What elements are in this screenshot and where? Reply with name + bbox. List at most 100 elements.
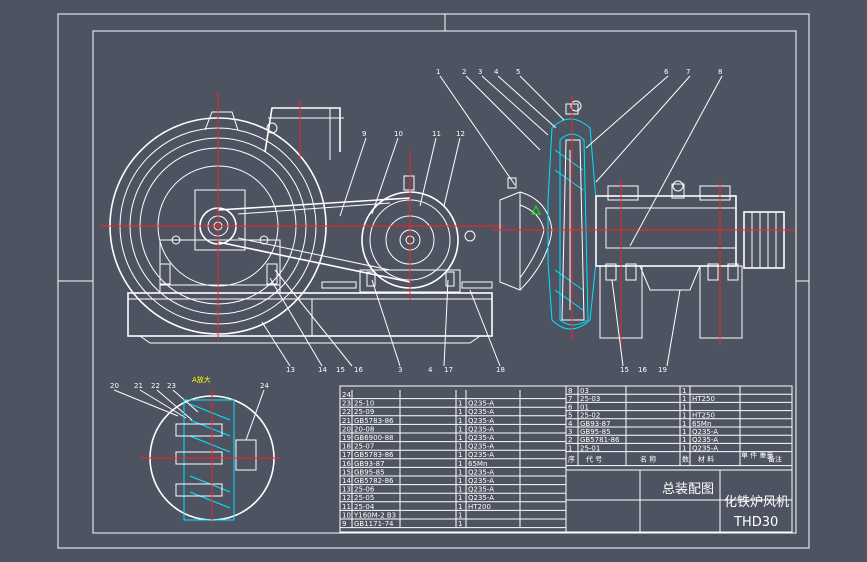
base-frame bbox=[127, 292, 493, 337]
part-qty: 1 bbox=[682, 403, 686, 411]
balloon: 13 bbox=[286, 366, 295, 374]
part-material: Q235-A bbox=[468, 400, 494, 408]
balloon: 24 bbox=[260, 382, 269, 390]
part-qty: 1 bbox=[682, 412, 686, 420]
part-material: HT250 bbox=[692, 412, 715, 420]
part-code: 25-06 bbox=[354, 486, 375, 494]
part-material: Q235-A bbox=[468, 443, 494, 451]
shaft-coupling bbox=[743, 211, 785, 269]
part-material: Q235-A bbox=[692, 444, 718, 452]
part-number: 22 bbox=[342, 408, 351, 416]
part-code: 25-10 bbox=[354, 400, 374, 408]
part-qty: 1 bbox=[682, 428, 686, 436]
part-qty: 1 bbox=[458, 451, 462, 459]
drawing-title: 总装配图 bbox=[662, 482, 714, 497]
part-number: 2 bbox=[568, 436, 572, 444]
balloon: 3 bbox=[398, 366, 402, 374]
balloon: 20 bbox=[110, 382, 119, 390]
part-material: Q235-A bbox=[468, 417, 494, 425]
balloon: 12 bbox=[456, 130, 465, 138]
part-code: GB5783-86 bbox=[354, 417, 394, 425]
balloon: 9 bbox=[362, 130, 366, 138]
part-qty: 1 bbox=[458, 434, 462, 442]
fan-outlet-duct bbox=[264, 107, 341, 153]
part-number: 5 bbox=[568, 412, 572, 420]
detail-title: A放大 bbox=[192, 375, 211, 384]
part-code: GB93-87 bbox=[580, 420, 611, 428]
part-qty: 1 bbox=[458, 408, 462, 416]
balloon: 14 bbox=[318, 366, 327, 374]
part-qty: 1 bbox=[458, 468, 462, 476]
part-code: 20-08 bbox=[354, 425, 374, 433]
inlet-flange bbox=[499, 191, 521, 291]
header-note: 备注 bbox=[768, 455, 782, 464]
part-qty: 1 bbox=[458, 460, 462, 468]
part-code: 25-03 bbox=[580, 395, 600, 403]
part-number: 1 bbox=[568, 444, 572, 452]
balloon: 17 bbox=[444, 366, 453, 374]
header-no: 序 bbox=[568, 455, 575, 464]
balloon: 7 bbox=[686, 68, 690, 76]
part-code: 25-07 bbox=[354, 443, 374, 451]
fan-casing-section bbox=[547, 118, 597, 330]
part-code: GB1171-74 bbox=[354, 520, 394, 528]
part-code: 25-09 bbox=[354, 408, 374, 416]
part-number: 10 bbox=[342, 511, 351, 519]
part-number: 17 bbox=[342, 451, 351, 459]
drawing-number: THD30 bbox=[733, 515, 778, 530]
balloon: 1 bbox=[436, 68, 440, 76]
part-material: 65Mn bbox=[692, 420, 711, 428]
balloon: 4 bbox=[494, 68, 499, 76]
part-number: 16 bbox=[342, 460, 351, 468]
header-qty: 数 bbox=[682, 455, 689, 464]
part-code: 01 bbox=[580, 403, 589, 411]
part-code: GB5783-86 bbox=[354, 451, 394, 459]
part-qty: 1 bbox=[682, 395, 686, 403]
part-material: Q235-A bbox=[468, 477, 494, 485]
v-belt-upper bbox=[217, 197, 411, 211]
part-material: Q235-A bbox=[468, 425, 494, 433]
part-number: 23 bbox=[342, 400, 351, 408]
part-code: GB95-85 bbox=[580, 428, 611, 436]
part-material: HT250 bbox=[692, 395, 715, 403]
balloon: 18 bbox=[496, 366, 505, 374]
part-material: Q235-A bbox=[692, 428, 718, 436]
part-number: 19 bbox=[342, 434, 351, 442]
part-number: 6 bbox=[568, 403, 573, 411]
balloon: 11 bbox=[432, 130, 441, 138]
part-material: 65Mn bbox=[468, 460, 487, 468]
leader-lines bbox=[113, 75, 723, 441]
part-code: GB95-85 bbox=[354, 468, 385, 476]
balloon: 23 bbox=[167, 382, 176, 390]
balloon: 22 bbox=[151, 382, 160, 390]
balloon: 6 bbox=[664, 68, 669, 76]
part-qty: 1 bbox=[682, 387, 686, 395]
balloon: 16 bbox=[638, 366, 647, 374]
part-material: Q235-A bbox=[468, 468, 494, 476]
part-qty: 1 bbox=[458, 477, 462, 485]
part-material: HT200 bbox=[468, 503, 491, 511]
part-number: 13 bbox=[342, 486, 351, 494]
part-qty: 1 bbox=[458, 503, 462, 511]
part-qty: 1 bbox=[458, 400, 462, 408]
part-number: 20 bbox=[342, 425, 351, 433]
part-number: 24 bbox=[342, 391, 351, 399]
balloon: 2 bbox=[462, 68, 466, 76]
impeller bbox=[561, 139, 585, 321]
part-number: 8 bbox=[568, 387, 572, 395]
anchor-bolts bbox=[159, 230, 493, 289]
part-qty: 1 bbox=[458, 511, 462, 519]
header-code: 代 号 bbox=[586, 455, 602, 464]
balloon: 21 bbox=[134, 382, 143, 390]
header-name: 名 称 bbox=[640, 455, 656, 464]
part-number: 7 bbox=[568, 395, 572, 403]
side-elevation-view bbox=[100, 92, 505, 344]
part-code: GB5782-86 bbox=[354, 477, 394, 485]
part-material: Q235-A bbox=[692, 436, 718, 444]
balloon: 4 bbox=[428, 366, 433, 374]
part-qty: 1 bbox=[458, 425, 462, 433]
part-qty: 1 bbox=[682, 436, 686, 444]
balloon: 15 bbox=[336, 366, 345, 374]
part-number: 4 bbox=[568, 420, 573, 428]
